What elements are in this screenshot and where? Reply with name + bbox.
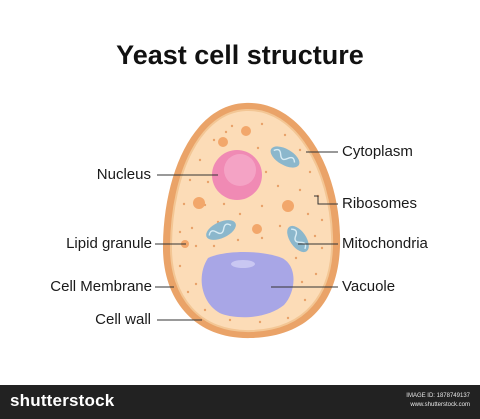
yeast-cell-diagram: Yeast cell structure bbox=[50, 40, 428, 339]
label-nucleus: Nucleus bbox=[96, 166, 151, 183]
leader-lines bbox=[155, 151, 338, 321]
ribosomes bbox=[178, 122, 324, 324]
watermark-footer: shutterstock IMAGE ID: 1878749137 www.sh… bbox=[0, 385, 480, 419]
vacuole-highlight bbox=[231, 260, 255, 268]
nucleolus bbox=[224, 154, 256, 186]
label-cell-membrane: Cell Membrane bbox=[50, 278, 152, 295]
lipid-granules bbox=[181, 126, 294, 248]
label-mitochondria: Mitochondria bbox=[342, 235, 428, 252]
label-ribosomes: Ribosomes bbox=[342, 195, 418, 212]
label-vacuole: Vacuole bbox=[342, 278, 396, 295]
label-cytoplasm: Cytoplasm bbox=[342, 143, 413, 160]
diagram-title: Yeast cell structure bbox=[116, 40, 364, 70]
cell-illustration bbox=[155, 102, 341, 339]
vacuole bbox=[201, 252, 294, 318]
label-cell-wall: Cell wall bbox=[95, 311, 151, 328]
site-url: www.shutterstock.com bbox=[410, 402, 470, 408]
label-lipid-granule: Lipid granule bbox=[66, 235, 152, 252]
shutterstock-logo: shutterstock bbox=[10, 391, 115, 410]
image-id-block: IMAGE ID: 1878749137 www.shutterstock.co… bbox=[406, 392, 470, 410]
image-id: IMAGE ID: 1878749137 bbox=[406, 393, 470, 399]
